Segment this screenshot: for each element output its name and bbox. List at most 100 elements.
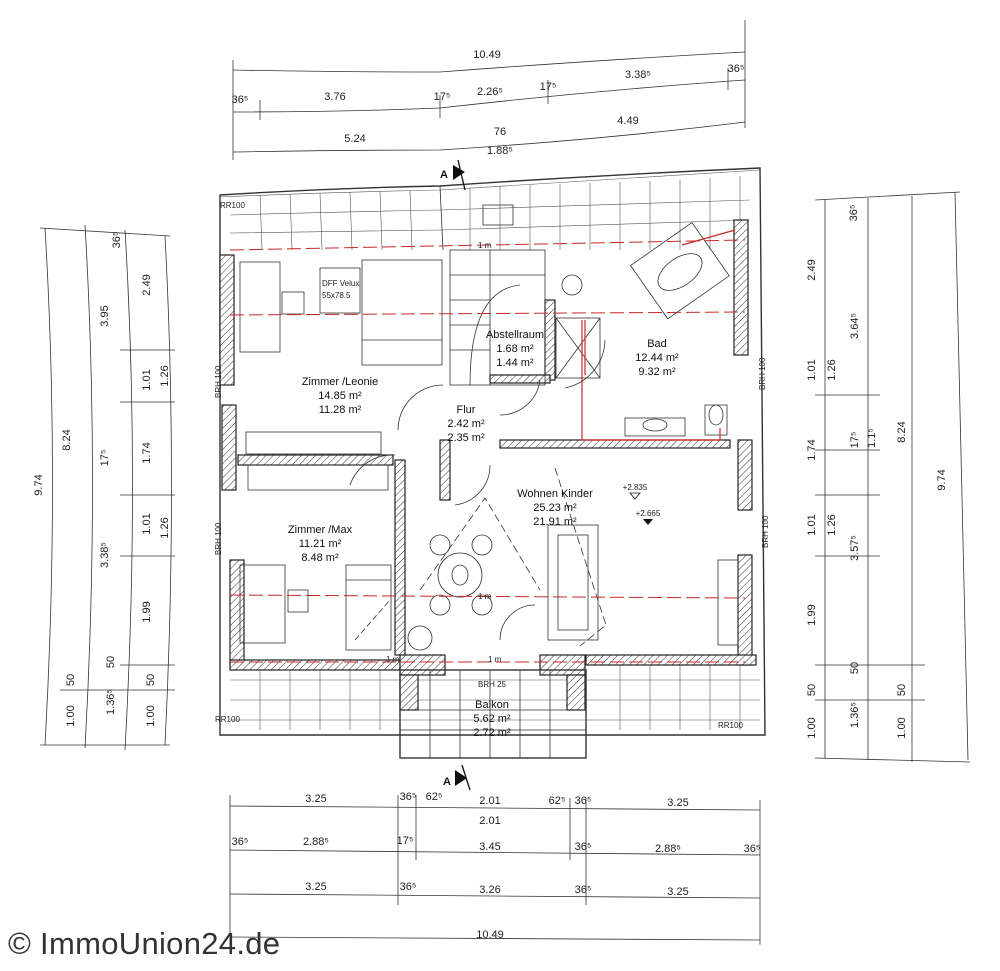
brh-right-top: BRH 100 [758, 357, 767, 390]
dimension-label: 76 [494, 126, 506, 138]
dimension-label: 9.74 [33, 474, 45, 495]
dimension-label: 1.36⁵ [849, 702, 861, 728]
dimension-label: 50 [65, 674, 77, 686]
dimension-label: 17⁵ [397, 835, 414, 847]
section-marker-top: A [440, 159, 466, 191]
dimension-label: 3.25 [667, 886, 688, 898]
dfw-size: 55x78.5 [322, 291, 351, 300]
dimension-label: 1.00 [896, 717, 908, 738]
room-max: Zimmer /Max 11.21 m² 8.48 m² [288, 524, 353, 564]
dimension-label: 3.45 [479, 841, 500, 853]
dimension-label: 36⁵ [575, 884, 592, 896]
dimension-label: 8.24 [896, 421, 908, 442]
room-area: 11.21 m² [299, 538, 342, 550]
walls [219, 219, 757, 711]
dimension-label: 10.49 [473, 49, 501, 61]
dimension-label: 1.26 [826, 514, 838, 535]
room-area-net: 2.72 m² [473, 727, 511, 739]
dimension-label: 1.01 [141, 513, 153, 534]
dimension-label: 2.49 [806, 259, 818, 280]
dimension-label: 2.88⁵ [655, 843, 681, 855]
dimension-label: 2.26⁵ [477, 86, 503, 98]
room-name: Balkon [475, 699, 509, 711]
brh-balkon: BRH 25 [478, 680, 507, 689]
dimension-label: 17⁵ [849, 432, 861, 449]
dimension-label: 1.01 [806, 514, 818, 535]
dimension-label: 1.99 [141, 601, 153, 622]
room-area: 1.68 m² [496, 343, 534, 355]
brh-left-top: BRH 100 [214, 365, 223, 398]
copyright-watermark: © ImmoUnion24.de [8, 926, 281, 961]
dimension-label: 36⁵ [400, 881, 417, 893]
room-wohnen-kinder: Wohnen Kinder 25.23 m² 21.91 m² [517, 488, 593, 528]
dimension-label: 3.25 [305, 793, 326, 805]
dimension-label: 8.24 [61, 429, 73, 450]
dimension-label: 1.00 [65, 705, 77, 726]
dimension-lines-bottom [229, 795, 761, 945]
section-label-top: A [440, 169, 448, 181]
dimension-label: 36⁵ [400, 791, 417, 803]
room-name: Flur [457, 404, 476, 416]
dimension-label: 2.88⁵ [303, 836, 329, 848]
furniture [239, 204, 739, 651]
room-name: Abstellraum [486, 329, 544, 341]
brh-right-bottom: BRH 100 [761, 515, 770, 548]
dimension-label: 36⁵ [848, 205, 860, 222]
room-name: Bad [647, 338, 667, 350]
dimension-label: 1.26 [159, 365, 171, 386]
section-label-bottom: A [443, 776, 451, 788]
dimension-lines-right [814, 191, 971, 763]
dimension-lines-top [232, 20, 746, 160]
meter-mark: 1 m [478, 592, 492, 601]
room-balkon: Balkon 5.62 m² 2.72 m² [473, 699, 511, 739]
dfw-label: DFF Velux [322, 279, 359, 288]
dimension-label: 50 [806, 684, 818, 696]
annotations: BRH 100 BRH 100 BRH 100 BRH 100 BRH 25 R… [214, 201, 770, 730]
level-value: +2.835 [623, 483, 648, 492]
dimension-lines-left [39, 224, 175, 751]
room-area-net: 21.91 m² [533, 516, 577, 528]
dimension-label: 3.26 [479, 884, 500, 896]
level-value: +2.665 [636, 509, 661, 518]
rr-bottom-left: RR100 [215, 715, 240, 724]
dimension-label: 3.64⁵ [849, 313, 861, 339]
room-area-net: 8.48 m² [301, 552, 339, 564]
dimension-label: 1.1⁵ [866, 428, 878, 448]
dimension-label: 36⁵ [111, 232, 123, 249]
dimension-label: 3.38⁵ [99, 542, 111, 568]
room-area: 25.23 m² [533, 502, 577, 514]
level-marker-2: +2.665 [636, 509, 661, 525]
dimension-label: 3.76 [324, 91, 345, 103]
balcony [399, 669, 587, 759]
rr-top-left: RR100 [220, 201, 245, 210]
room-area: 14.85 m² [318, 390, 362, 402]
dimension-label: 1.36⁵ [105, 689, 117, 715]
room-abstellraum: Abstellraum 1.68 m² 1.44 m² [486, 329, 544, 369]
room-bad: Bad 12.44 m² 9.32 m² [635, 338, 679, 378]
dimension-label: 3.57⁵ [849, 535, 861, 561]
dimension-label: 5.24 [344, 133, 365, 145]
dimension-label: 36⁵ [232, 836, 249, 848]
outer-outline [219, 167, 766, 736]
dimension-label: 50 [105, 656, 117, 668]
dimension-label: 50 [896, 684, 908, 696]
dimension-label: 36⁵ [728, 63, 745, 75]
brh-left-bottom: BRH 100 [214, 522, 223, 555]
dimension-label: 1.74 [141, 442, 153, 463]
dimension-label: 17⁵ [540, 81, 557, 93]
room-name: Wohnen Kinder [517, 488, 593, 500]
room-area: 2.42 m² [447, 418, 485, 430]
dimension-label: 1.26 [826, 359, 838, 380]
section-marker-bottom: A [443, 764, 471, 791]
dimension-label: 1.01 [806, 359, 818, 380]
dimension-label: 3.95 [99, 305, 111, 326]
room-area: 5.62 m² [473, 713, 511, 725]
level-marker-1: +2.835 [623, 483, 648, 500]
dimension-label: 3.25 [305, 881, 326, 893]
dimension-label: 9.74 [936, 469, 948, 490]
dimension-label: 1.00 [145, 705, 157, 726]
